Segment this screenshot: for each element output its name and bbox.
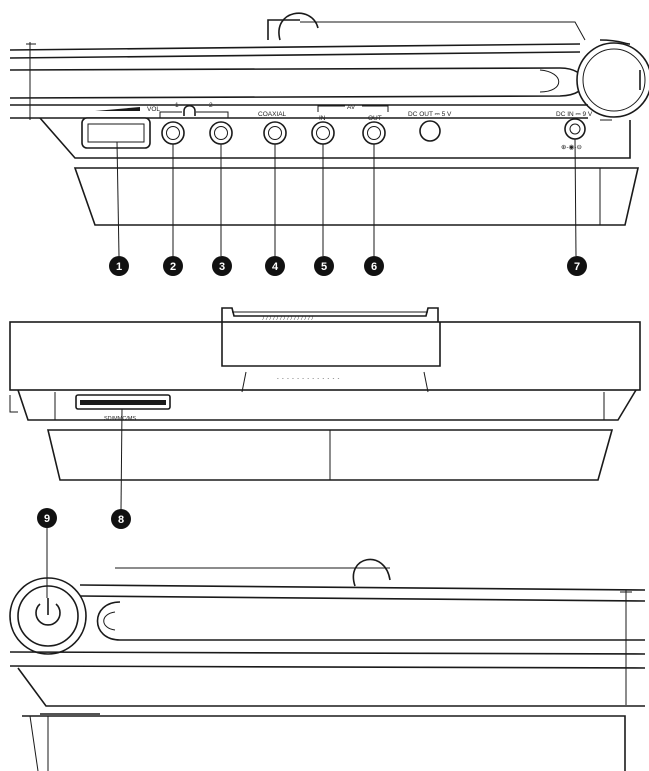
hp2-label: 2	[209, 102, 213, 109]
polarity-label: ⊕-◉-⊖	[561, 144, 582, 151]
av-in-label: IN	[319, 115, 326, 122]
callout-7	[567, 256, 587, 276]
callout-6	[364, 256, 384, 276]
svg-text:6: 6	[371, 261, 377, 273]
svg-text:1: 1	[116, 261, 122, 273]
svg-text:7: 7	[574, 261, 580, 273]
svg-text:‐ ‐ ‐ ‐ ‐ ‐ ‐ ‐ ‐ ‐ ‐ ‐ ‐: ‐ ‐ ‐ ‐ ‐ ‐ ‐ ‐ ‐ ‐ ‐ ‐ ‐	[277, 376, 340, 382]
callout-5	[314, 256, 334, 276]
svg-text:ﾉﾉﾉﾉﾉﾉﾉﾉﾉﾉﾉﾉﾉﾉﾉ: ﾉﾉﾉﾉﾉﾉﾉﾉﾉﾉﾉﾉﾉﾉﾉ	[262, 316, 315, 322]
coaxial-jack[interactable]	[263, 121, 287, 145]
side-view-power: 9	[9, 508, 646, 771]
av-out-jack[interactable]	[362, 121, 386, 145]
headphone-jack-1[interactable]	[161, 121, 185, 145]
av-out-label: OUT	[368, 115, 382, 122]
svg-text:2: 2	[170, 261, 176, 273]
callout-4	[265, 256, 285, 276]
callout-8	[111, 509, 131, 529]
av-label: AV	[347, 104, 356, 111]
dc-in-jack[interactable]	[564, 118, 586, 140]
card-slot-label: SD/MMC/MS	[104, 416, 136, 422]
coaxial-label: COAXIAL	[258, 111, 287, 118]
callout-3	[212, 256, 232, 276]
hp1-label: 1	[175, 102, 179, 109]
callout-2	[163, 256, 183, 276]
dc-out-jack[interactable]	[419, 120, 441, 142]
dc-out-label: DC OUT ⎓ 5 V	[408, 111, 452, 118]
headphone-icon	[183, 104, 196, 116]
av-in-jack[interactable]	[311, 121, 335, 145]
dc-in-label: DC IN ⎓ 9 V	[556, 111, 593, 118]
headphone-jack-2[interactable]	[209, 121, 233, 145]
vol-label: VOL	[147, 106, 160, 113]
volume-ramp-icon	[95, 107, 140, 111]
svg-text:4: 4	[272, 261, 279, 273]
callout-1	[109, 256, 129, 276]
svg-text:3: 3	[219, 261, 225, 273]
svg-text:8: 8	[118, 514, 124, 526]
power-button[interactable]	[17, 585, 79, 647]
callout-9	[37, 508, 57, 528]
svg-text:9: 9	[44, 513, 50, 525]
side-view-connectors: VOL 1 2 COAXIAL AV IN OUT DC OUT ⎓ 5 V D…	[9, 12, 649, 276]
svg-text:5: 5	[321, 261, 327, 273]
front-view-card-slot: ﾉﾉﾉﾉﾉﾉﾉﾉﾉﾉﾉﾉﾉﾉﾉ ‐ ‐ ‐ ‐ ‐ ‐ ‐ ‐ ‐ ‐ ‐ ‐ …	[9, 307, 641, 529]
